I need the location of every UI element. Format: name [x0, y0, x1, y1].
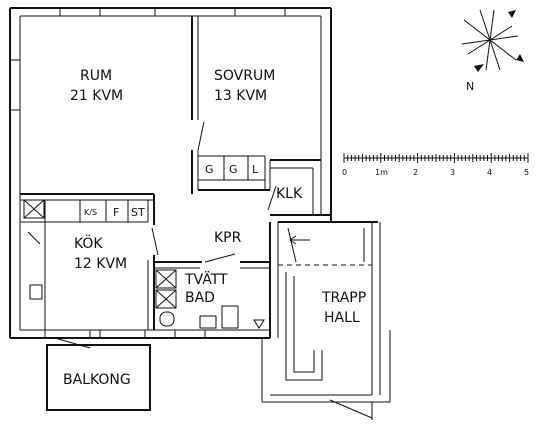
room-sovrum-area: 13 KVM [214, 88, 267, 104]
scale-tick-0: 0 [342, 168, 347, 177]
bathroom-fixtures [155, 269, 265, 329]
scale-tick-3: 3 [450, 168, 455, 177]
compass-icon: N [461, 9, 524, 93]
room-labels: RUM 21 KVM SOVRUM 13 KVM KÖK 12 KVM TVÄT… [63, 68, 366, 388]
outer-walls [9, 7, 332, 339]
closet-label-2: G [229, 163, 238, 176]
fixture-labels: G G L K/S F ST [84, 163, 259, 219]
room-tvatt-label: TVÄTT [184, 270, 228, 288]
room-sovrum-name: SOVRUM [214, 68, 275, 84]
closet-label-3: L [252, 163, 259, 176]
balcony [46, 337, 151, 411]
scale-tick-4: 4 [487, 168, 492, 177]
kitchen-unit-ks: K/S [84, 208, 97, 217]
kitchen-unit-st: ST [131, 206, 145, 219]
room-kpr-label: KPR [214, 230, 242, 246]
scale-tick-5: 5 [524, 168, 529, 177]
closet-label-1: G [205, 163, 214, 176]
scale-tick-1: 1m [375, 168, 388, 177]
room-rum-area: 21 KVM [70, 88, 123, 104]
room-kok-name: KÖK [74, 234, 103, 252]
room-hall-label: HALL [324, 310, 360, 326]
room-balkong-label: BALKONG [63, 372, 131, 388]
compass-north-label: N [466, 80, 474, 93]
scale-bar: 0 1m 2 3 4 5 [342, 153, 529, 177]
room-kok-area: 12 KVM [74, 256, 127, 272]
kitchen-unit-f: F [113, 206, 119, 219]
room-bad-label: BAD [185, 290, 215, 306]
room-klk-label: KLK [276, 186, 303, 202]
room-rum-name: RUM [80, 68, 112, 84]
interior-walls [20, 16, 331, 330]
room-trapp-label: TRAPP [321, 290, 366, 306]
scale-tick-2: 2 [413, 168, 418, 177]
stair-hall [261, 221, 391, 420]
